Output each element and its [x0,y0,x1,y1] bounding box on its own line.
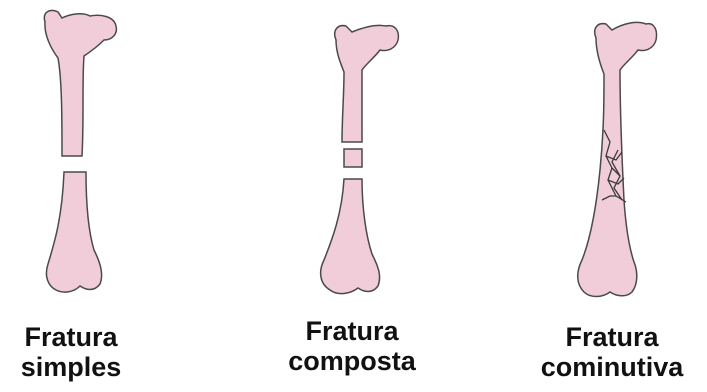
bone-lower-fragment [46,172,101,292]
label-simple-fracture: Fratura simples [0,322,171,382]
bone-middle-fragment [344,149,362,167]
bone-simple-fracture [0,0,190,305]
bone-comminuted-fracture [512,0,707,305]
label-line2: cominutiva [512,352,707,382]
label-comminuted-fracture: Fratura cominutiva [512,322,707,382]
bone-upper-fragment [335,25,399,142]
label-compound-fracture: Fratura composta [252,316,452,376]
bone-lower-fragment [321,179,380,294]
bone-upper-fragment [44,10,116,156]
label-line2: composta [252,346,452,376]
label-line1: Fratura [252,316,452,346]
label-line2: simples [0,352,171,382]
label-line1: Fratura [512,322,707,352]
label-line1: Fratura [0,322,171,352]
bone-compound-fracture [258,0,458,305]
